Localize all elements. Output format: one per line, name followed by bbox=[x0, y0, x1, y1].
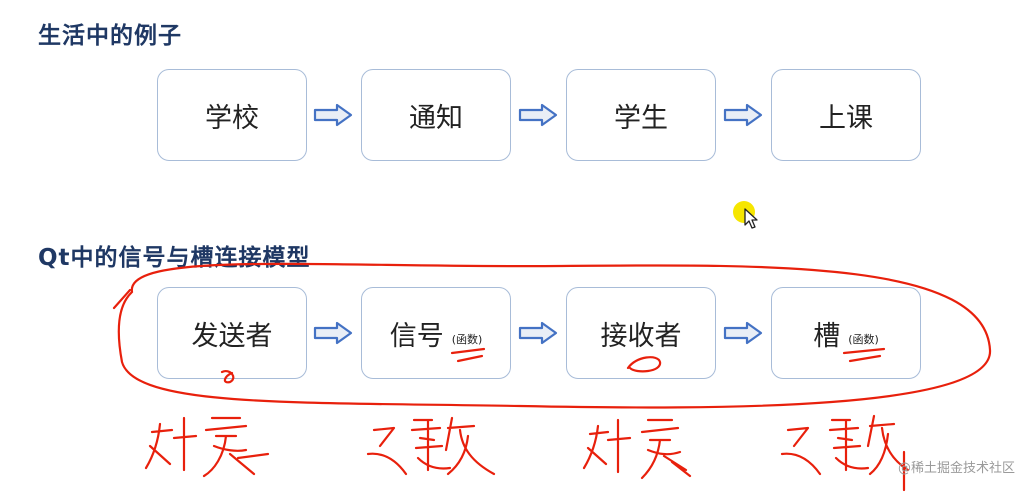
section-title-life-example: 生活中的例子 bbox=[38, 23, 182, 49]
step-sublabel: (函数) bbox=[848, 333, 879, 346]
step-label: 发送者 bbox=[191, 320, 273, 352]
annotation-word-function bbox=[366, 416, 496, 476]
annotation-word-object-2 bbox=[582, 418, 692, 480]
step-label: 上课 bbox=[819, 102, 873, 134]
step-label: 学校 bbox=[205, 102, 259, 134]
watermark: @稀土掘金技术社区 bbox=[897, 461, 1015, 476]
step-sublabel: (函数) bbox=[451, 333, 483, 346]
annotation-word-object bbox=[144, 416, 270, 478]
annotation-word-function-2 bbox=[780, 414, 910, 492]
step-box-class: 上课 bbox=[771, 69, 921, 161]
step-box-signal: 信号 (函数) bbox=[361, 287, 511, 379]
flow-arrow-icon bbox=[313, 103, 353, 127]
flow-arrow-icon bbox=[518, 103, 558, 127]
step-box-receiver: 接收者 bbox=[566, 287, 716, 379]
flow-arrow-icon bbox=[723, 103, 763, 127]
step-label: 接收者 bbox=[600, 320, 682, 352]
step-box-student: 学生 bbox=[566, 69, 716, 161]
step-box-sender: 发送者 bbox=[157, 287, 307, 379]
step-box-notice: 通知 bbox=[361, 69, 511, 161]
mouse-pointer-icon bbox=[744, 208, 758, 229]
step-box-slot: 槽 (函数) bbox=[771, 287, 921, 379]
step-label: 槽 bbox=[813, 320, 841, 352]
step-label: 通知 bbox=[409, 102, 463, 134]
step-label: 信号 bbox=[389, 320, 444, 352]
flow-arrow-icon bbox=[723, 321, 763, 345]
flow-arrow-icon bbox=[518, 321, 558, 345]
step-box-school: 学校 bbox=[157, 69, 307, 161]
step-label: 学生 bbox=[614, 102, 668, 134]
annotation-tick-mark bbox=[112, 288, 132, 310]
section-title-signal-slot: Qt中的信号与槽连接模型 bbox=[38, 245, 311, 271]
flow-arrow-icon bbox=[313, 321, 353, 345]
